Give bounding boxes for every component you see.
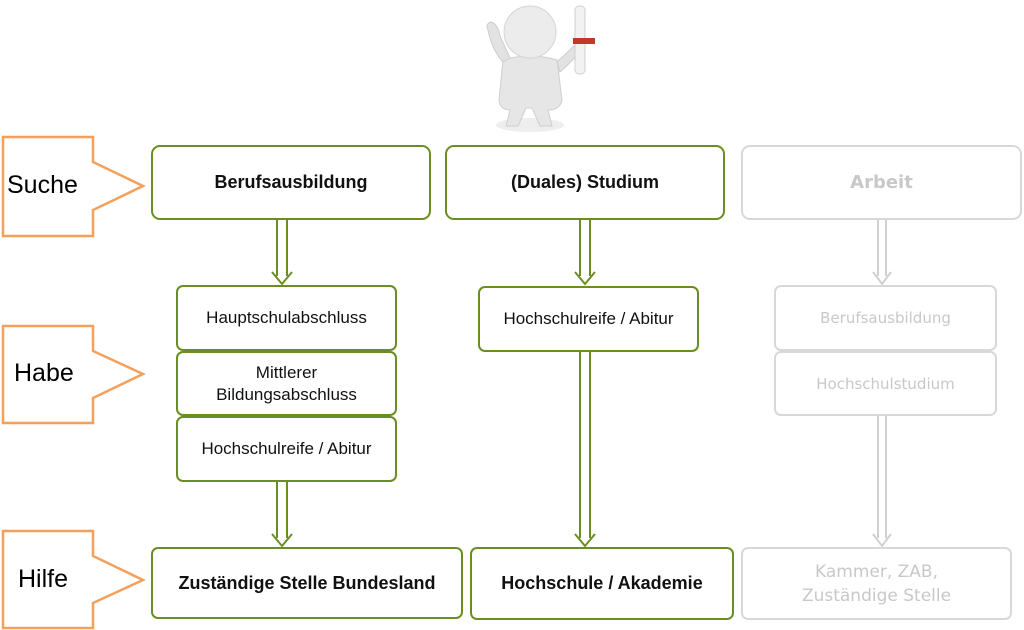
- box-label: Hauptschulabschluss: [206, 308, 367, 327]
- box-label: Hochschulreife / Abitur: [201, 439, 372, 458]
- box-label: Arbeit: [850, 172, 913, 193]
- arrow-arbeit-bottom: [872, 416, 892, 548]
- box-hochschule-akademie: Hochschule / Akademie: [470, 547, 734, 620]
- figure-illustration: [486, 5, 595, 132]
- box-duales-studium: (Duales) Studium: [445, 145, 725, 220]
- hilfe-arrow: [1, 529, 146, 630]
- box-berufsausbildung: Berufsausbildung: [151, 145, 431, 220]
- box-mittlerer-bildungsabschluss: Mittlerer Bildungsabschluss: [176, 351, 397, 416]
- box-label: Hochschulreife / Abitur: [503, 309, 674, 328]
- box-label: (Duales) Studium: [510, 172, 659, 192]
- box-berufsausbildung-arbeit: Berufsausbildung: [774, 285, 997, 351]
- arrow-studium-bottom: [574, 352, 596, 548]
- arrow-studium-top: [574, 219, 596, 286]
- box-label: Berufsausbildung: [214, 172, 368, 192]
- box-label: Hochschulstudium: [816, 374, 955, 393]
- box-hochschulreife-studium: Hochschulreife / Abitur: [478, 286, 699, 352]
- habe-arrow: [1, 324, 146, 425]
- box-label: Zuständige Stelle Bundesland: [178, 572, 436, 593]
- row-label-suche: Suche: [7, 171, 78, 199]
- arrow-ausbildung-bottom: [271, 482, 293, 548]
- box-arbeit: Arbeit: [741, 145, 1022, 220]
- box-label: Berufsausbildung: [820, 309, 951, 327]
- row-label-hilfe: Hilfe: [18, 565, 69, 593]
- row-label-habe: Habe: [14, 359, 74, 387]
- box-label: Mittlerer Bildungsabschluss: [216, 362, 357, 404]
- box-hochschulreife-ausbildung: Hochschulreife / Abitur: [176, 416, 397, 482]
- arrow-ausbildung-top: [271, 219, 293, 286]
- box-zustaendige-stelle: Zuständige Stelle Bundesland: [151, 547, 463, 619]
- box-kammer-zab: Kammer, ZAB, Zuständige Stelle: [741, 547, 1012, 620]
- box-hochschulstudium: Hochschulstudium: [774, 351, 997, 416]
- suche-arrow: [1, 135, 146, 238]
- box-hauptschulabschluss: Hauptschulabschluss: [176, 285, 397, 351]
- arrow-arbeit-top: [872, 219, 892, 286]
- box-label: Kammer, ZAB, Zuständige Stelle: [801, 561, 952, 606]
- box-label: Hochschule / Akademie: [501, 573, 703, 593]
